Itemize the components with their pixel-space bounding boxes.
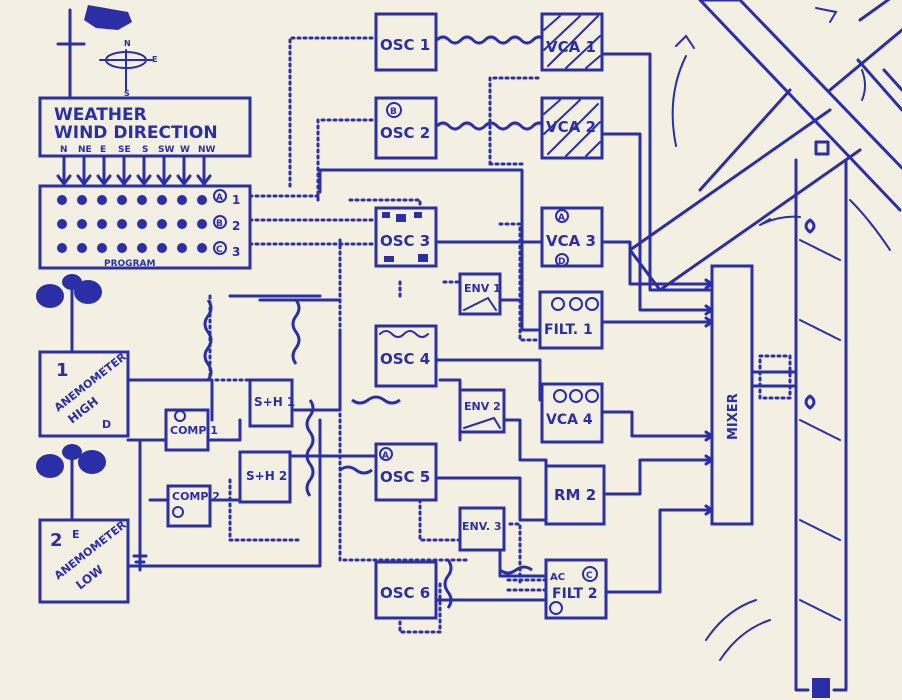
anemometer-low-box xyxy=(38,518,130,604)
weather-vane-icon: N E S xyxy=(56,5,157,100)
env1-label: ENV 1 xyxy=(464,282,501,295)
osc2-module xyxy=(374,96,438,160)
sh1-label: S+H 1 xyxy=(254,395,295,409)
osc1-module xyxy=(374,12,438,72)
program-row-3: 3 xyxy=(232,245,240,259)
osc5-module xyxy=(374,442,438,502)
vca3-label: VCA 3 xyxy=(546,232,596,250)
program-row-2: 2 xyxy=(232,219,240,233)
osc1-label: OSC 1 xyxy=(380,36,430,54)
vane-letter-e: E xyxy=(152,55,157,64)
vca4-module xyxy=(540,382,604,444)
rm2-label: RM 2 xyxy=(554,486,596,504)
vca3-marker-a: A xyxy=(558,213,565,223)
wind-direction-title: WIND DIRECTION xyxy=(54,123,218,143)
anemometer-high-box xyxy=(38,350,130,438)
dir-label-nw: NW xyxy=(198,145,216,155)
vca3-marker-d: D xyxy=(558,257,565,267)
program-marker-b: B xyxy=(216,219,223,229)
osc3-label: OSC 3 xyxy=(380,232,430,250)
speaker-junction xyxy=(758,354,792,400)
dir-label-s: S xyxy=(142,145,148,155)
sh2-module xyxy=(238,450,292,504)
program-row-1: 1 xyxy=(232,193,240,207)
dir-label-w: W xyxy=(180,145,190,155)
anemometer-low-number: 2 xyxy=(50,530,63,551)
program-marker-a: A xyxy=(216,193,223,203)
dir-label-se: SE xyxy=(118,145,131,155)
filt2-label: FILT 2 xyxy=(552,586,598,602)
env2-label: ENV 2 xyxy=(464,400,501,413)
direction-labels: N NE E SE S SW W NW xyxy=(60,145,216,155)
windmill-icon xyxy=(628,0,902,698)
rm2-module xyxy=(544,464,606,526)
env3-module xyxy=(458,506,506,552)
mixer-module xyxy=(710,264,754,526)
vca1-label: VCA 1 xyxy=(546,38,596,56)
osc2-marker-b: B xyxy=(390,107,397,117)
anemometer-high-icon xyxy=(36,274,102,352)
anemometer-low-icon xyxy=(36,444,106,520)
dir-label-ne: NE xyxy=(78,145,92,155)
program-label: PROGRAM xyxy=(104,259,155,269)
osc4-label: OSC 4 xyxy=(380,350,430,368)
weather-wind-direction-box xyxy=(38,96,252,158)
comp2-module xyxy=(166,484,212,528)
osc2-label: OSC 2 xyxy=(380,124,430,142)
osc5-label: OSC 5 xyxy=(380,468,430,486)
osc5-marker-a: A xyxy=(382,451,389,461)
comp1-module xyxy=(164,408,210,452)
dir-label-e: E xyxy=(100,145,106,155)
anemometer-low-marker: E xyxy=(72,528,80,541)
program-marker-c: C xyxy=(216,245,223,255)
vca3-module xyxy=(540,206,604,268)
vane-letter-s: S xyxy=(124,89,130,98)
vca4-label: VCA 4 xyxy=(546,412,593,428)
sh2-label: S+H 2 xyxy=(246,469,287,483)
env3-label: ENV. 3 xyxy=(462,520,501,533)
filt2-marker-c: C xyxy=(586,571,593,581)
anemometer-high-number: 1 xyxy=(56,360,69,381)
comp2-label: COMP 2 xyxy=(172,490,220,503)
direction-arrows xyxy=(56,156,212,186)
osc6-label: OSC 6 xyxy=(380,584,430,602)
filt1-label: FILT. 1 xyxy=(544,322,593,338)
sh1-module xyxy=(248,378,294,428)
weather-title: WEATHER xyxy=(54,105,147,125)
dir-label-n: N xyxy=(60,145,68,155)
mixer-label: MIXER xyxy=(726,393,741,440)
osc6-module xyxy=(374,560,438,620)
env2-module xyxy=(458,388,506,434)
filt2-marker-ac: AC xyxy=(550,572,565,583)
dir-label-sw: SW xyxy=(158,145,174,155)
vca2-label: VCA 2 xyxy=(546,118,596,136)
program-switch-dots xyxy=(57,195,207,253)
vane-letter-n: N xyxy=(124,39,131,48)
anemometer-high-marker: D xyxy=(102,418,111,431)
comp1-label: COMP 1 xyxy=(170,424,218,437)
